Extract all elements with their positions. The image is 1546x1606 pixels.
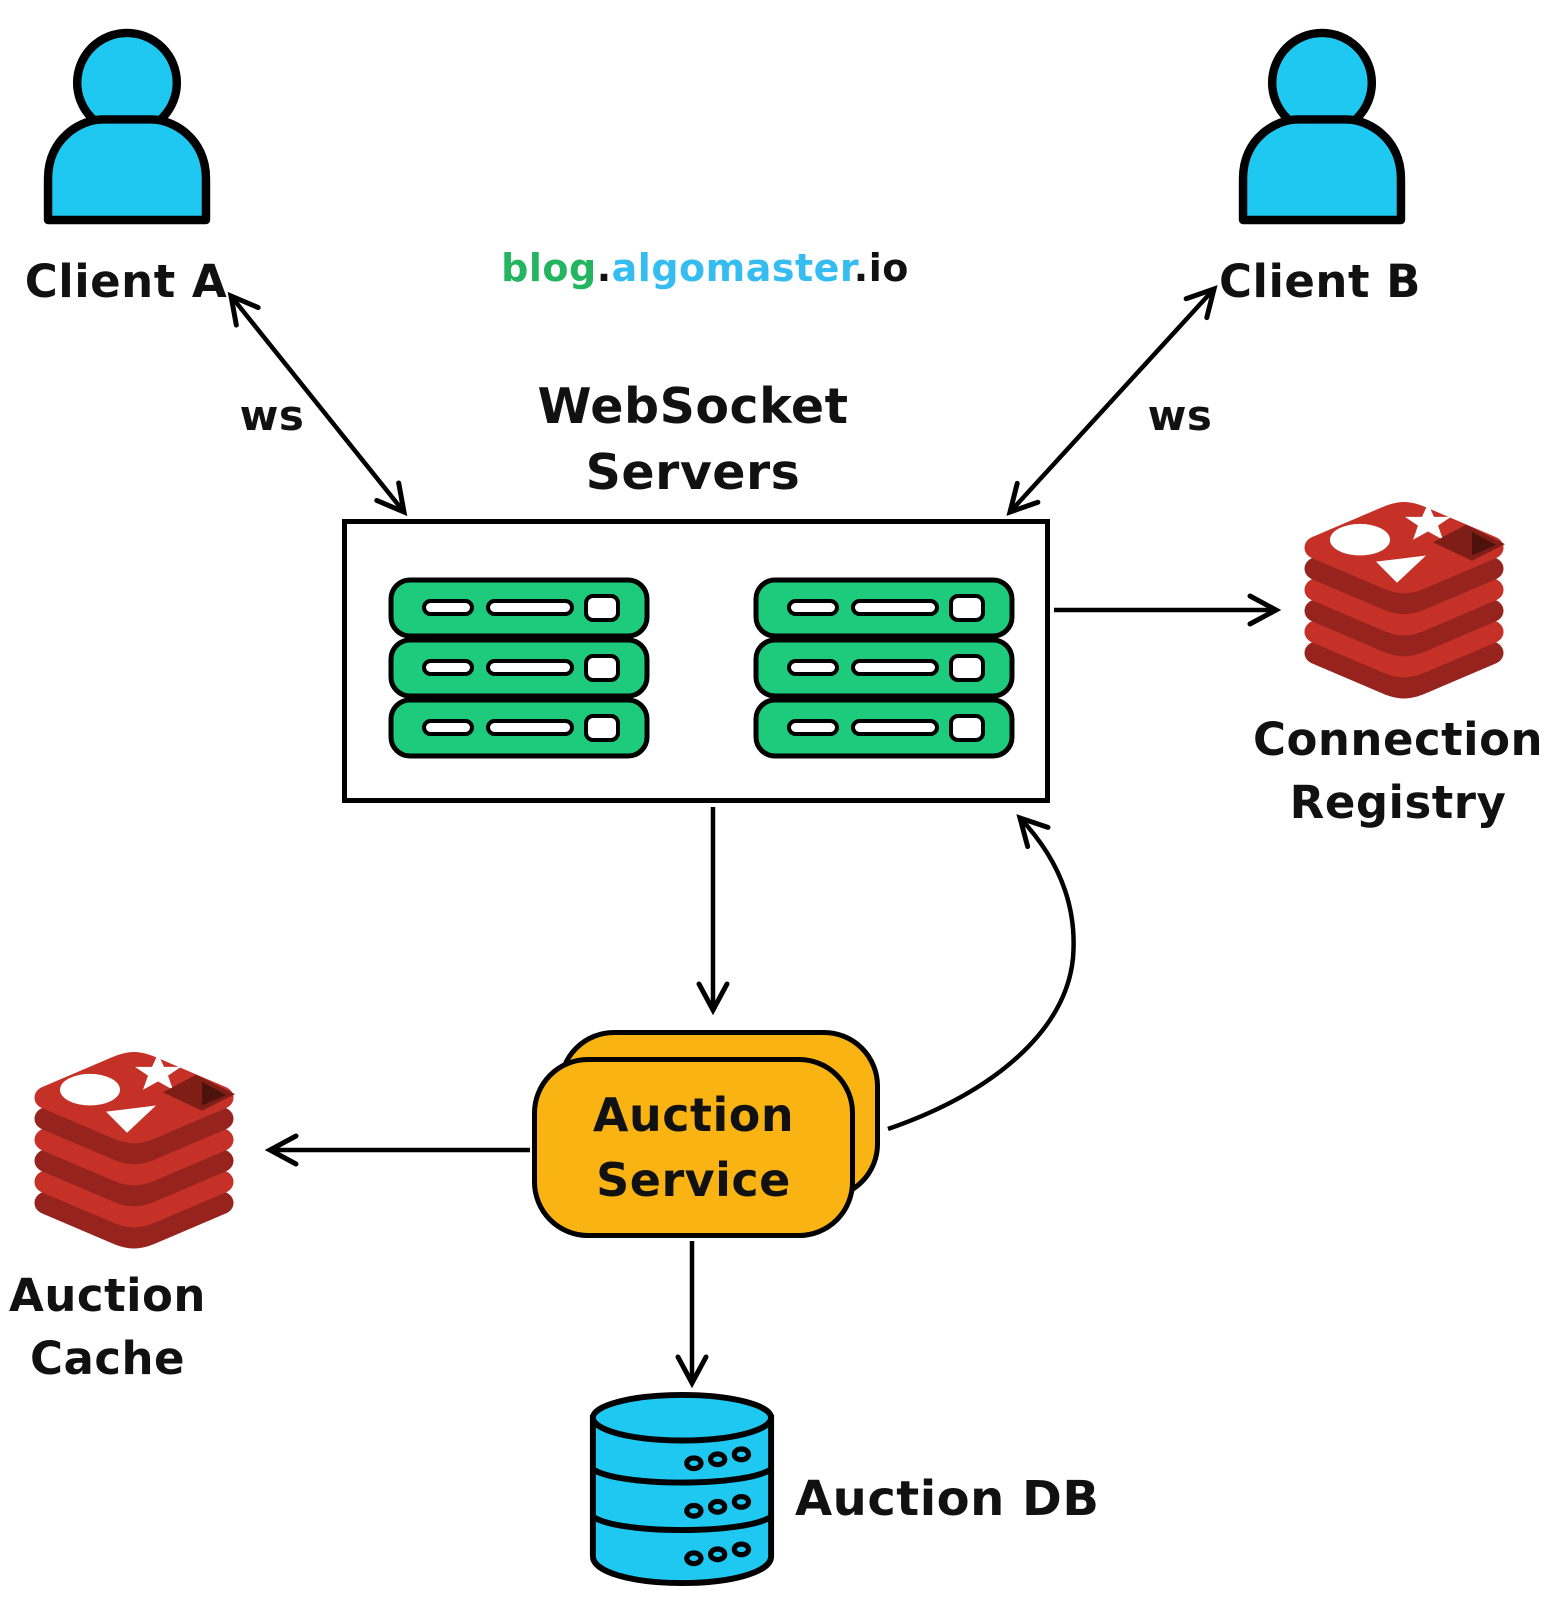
watermark-io: io xyxy=(868,246,909,290)
edge-client-a-websocket xyxy=(227,291,408,517)
person-icon xyxy=(1238,28,1406,225)
connection-registry-label: Connection Registry xyxy=(1250,708,1546,834)
watermark-dot: . xyxy=(853,246,869,290)
websocket-servers-title: WebSocket Servers xyxy=(443,374,943,505)
websocket-servers-title-line1: WebSocket xyxy=(537,378,849,435)
auction-cache-label-line1: Auction xyxy=(9,1269,206,1322)
auction-service-box: Auction Service xyxy=(532,1057,855,1238)
watermark-algomaster: algomaster xyxy=(611,246,854,290)
auction-cache-label-line2: Cache xyxy=(29,1332,186,1385)
auction-cache-label: Auction Cache xyxy=(0,1264,215,1390)
connection-registry-label-line1: Connection xyxy=(1252,713,1544,766)
websocket-servers-title-line2: Servers xyxy=(585,443,801,501)
connection-registry-label-line2: Registry xyxy=(1289,776,1507,829)
auction-db-label: Auction DB xyxy=(795,1471,1100,1527)
server-rack-icon xyxy=(753,577,1015,759)
edge-auction-service-websocket-curve xyxy=(887,814,1076,1132)
edge-client-b-websocket xyxy=(1006,285,1218,516)
websocket-servers-box xyxy=(342,519,1050,803)
database-cylinder-icon xyxy=(589,1391,775,1587)
redis-icon xyxy=(34,1052,235,1249)
person-icon xyxy=(43,28,211,225)
server-rack-icon xyxy=(388,577,650,759)
auction-service-label-line1: Auction xyxy=(592,1088,795,1143)
watermark-blog: blog xyxy=(501,246,597,290)
auction-service-group: Auction Service xyxy=(532,1030,882,1240)
watermark-blog-algomaster-io: blog.algomaster.io xyxy=(455,246,955,290)
auction-service-label-line2: Service xyxy=(596,1152,791,1207)
ws-label-right: ws xyxy=(1147,391,1213,440)
watermark-dot: . xyxy=(596,246,612,290)
redis-icon xyxy=(1304,502,1505,699)
client-a-label: Client A xyxy=(24,255,228,308)
ws-label-left: ws xyxy=(239,391,305,440)
client-b-label: Client B xyxy=(1219,255,1421,308)
